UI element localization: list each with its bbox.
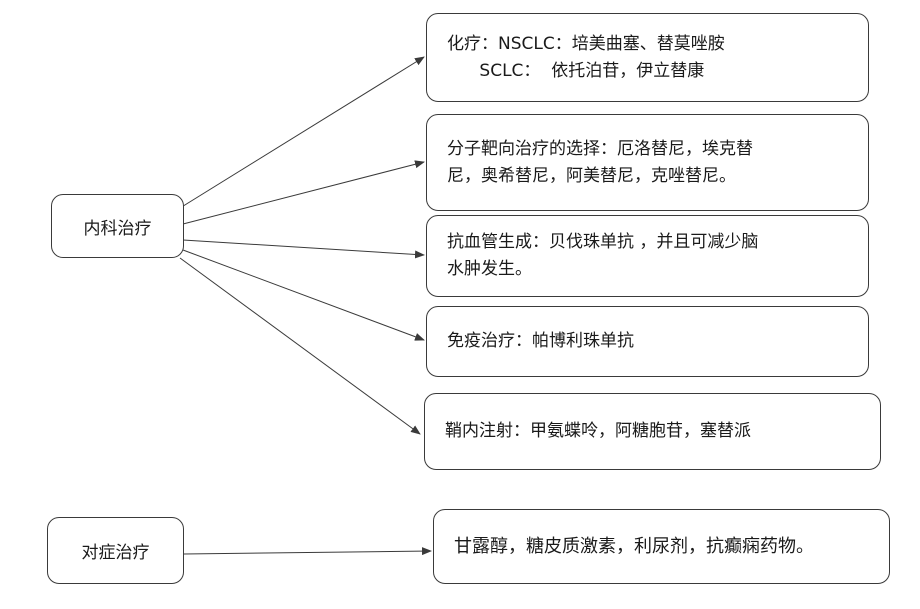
internal-medicine-label: 内科治疗 [83,218,152,239]
symptomatic-drugs-box: 甘露醇，糖皮质激素，利尿剂，抗癫痫药物。 [433,509,890,584]
anti-angiogenesis-line-2: 水肿发生。 [447,259,532,279]
symptomatic-treatment-node: 对症治疗 [47,517,184,584]
arrow-to-targeted-therapy [182,160,425,225]
anti-angiogenesis-line-1: 抗血管生成：贝伐珠单抗 ，并且可减少脑 [447,232,759,252]
internal-medicine-node: 内科治疗 [51,194,184,258]
symptomatic-drugs-text: 甘露醇，糖皮质激素，利尿剂，抗癫痫药物。 [454,536,814,557]
chemotherapy-line-1: 化疗：NSCLC：培美曲塞、替莫唑胺 [447,33,725,54]
targeted-therapy-line-1: 分子靶向治疗的选择：厄洛替尼，埃克替 [447,138,753,159]
anti-angiogenesis-box: 抗血管生成：贝伐珠单抗 ，并且可减少脑 水肿发生。 [426,215,869,297]
intrathecal-injection-box: 鞘内注射：甲氨蝶呤，阿糖胞苷，塞替派 [424,393,881,470]
arrow-to-intrathecal-injection [179,257,421,435]
intrathecal-injection-line-1: 鞘内注射：甲氨蝶呤，阿糖胞苷，塞替派 [445,421,751,441]
targeted-therapy-box: 分子靶向治疗的选择：厄洛替尼，埃克替 尼，奥希替尼，阿美替尼，克唑替尼。 [426,114,869,211]
arrow-to-immunotherapy [182,249,425,341]
arrow-to-symptomatic-drugs [183,547,432,556]
symptomatic-treatment-label: 对症治疗 [81,543,150,563]
immunotherapy-box: 免疫治疗：帕博利珠单抗 [426,306,869,377]
targeted-therapy-line-2: 尼，奥希替尼，阿美替尼，克唑替尼。 [447,165,736,186]
chemotherapy-line-2: SCLC： 依托泊苷，伊立替康 [447,60,705,81]
arrow-to-anti-angiogenesis [182,239,425,259]
immunotherapy-line-1: 免疫治疗：帕博利珠单抗 [447,331,634,351]
arrow-to-chemotherapy [179,56,425,209]
chemotherapy-box: 化疗：NSCLC：培美曲塞、替莫唑胺 SCLC： 依托泊苷，伊立替康 [426,13,869,102]
